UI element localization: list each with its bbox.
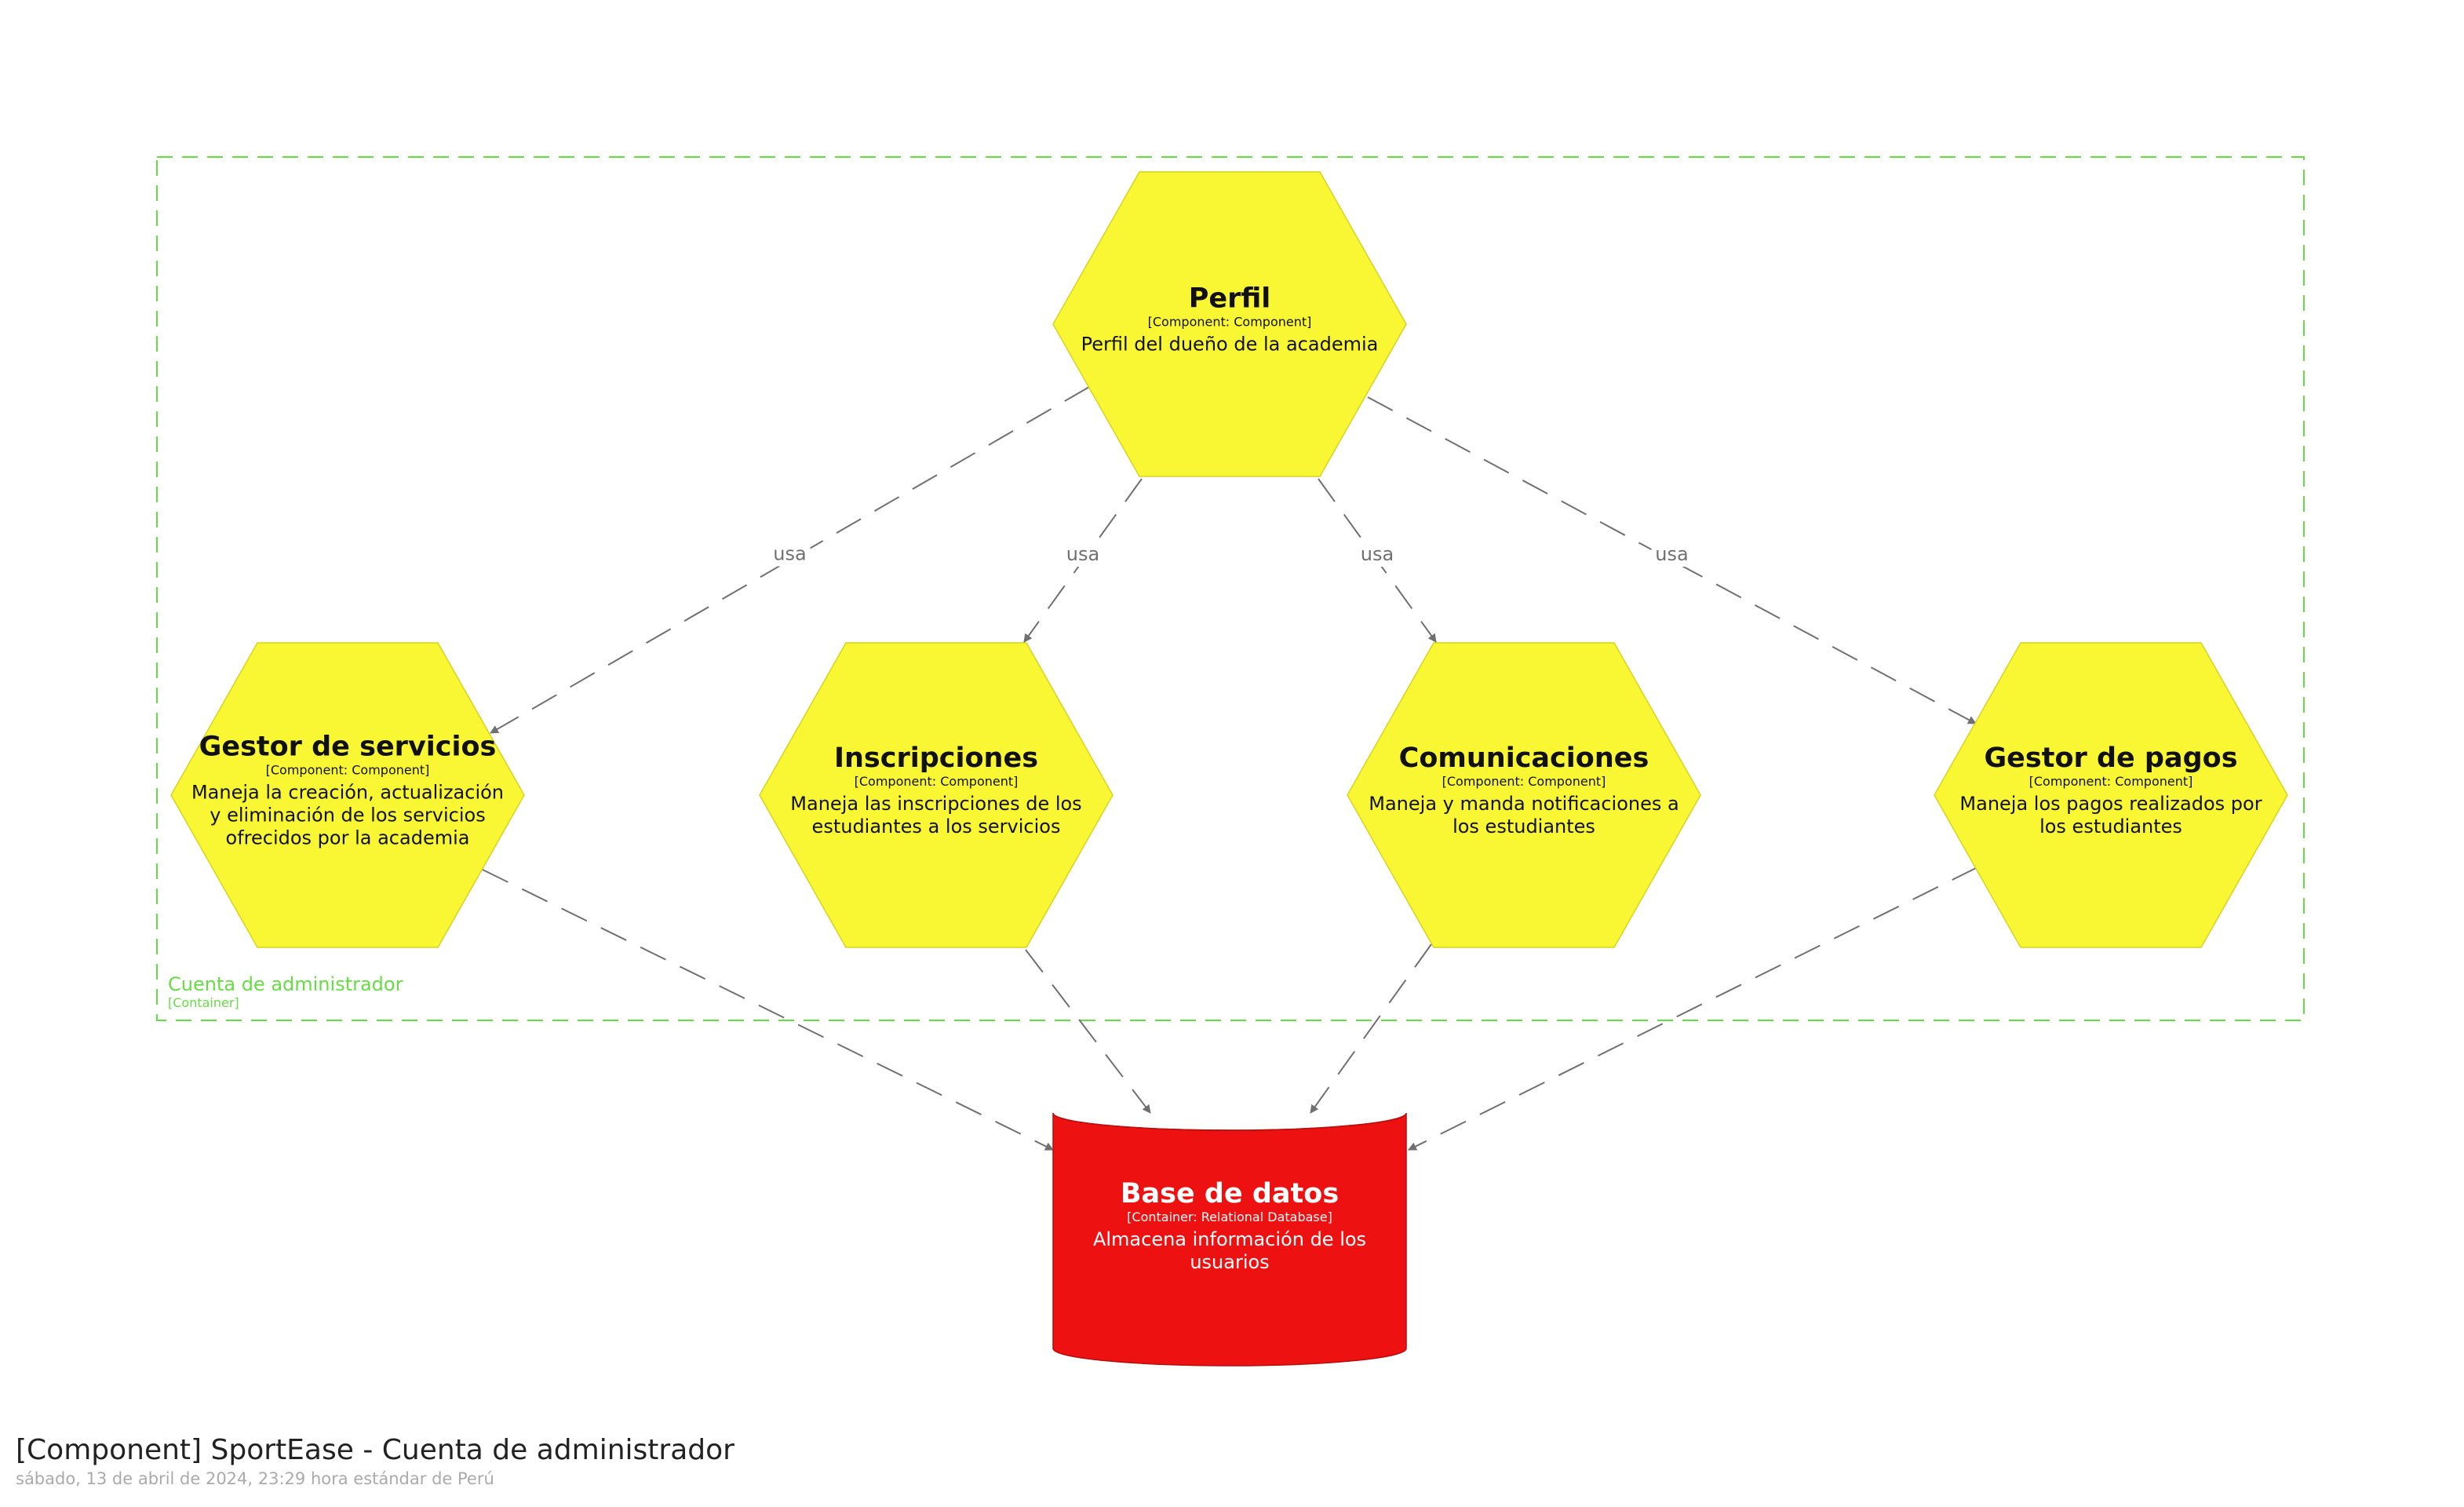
- node-description-line: Maneja las inscripciones de los: [790, 793, 1081, 815]
- node-type: [Component: Component]: [1148, 315, 1312, 330]
- node-type: [Component: Component]: [2029, 774, 2193, 789]
- node-description-line: los estudiantes: [2039, 816, 2182, 837]
- boundary-name: Cuenta de administrador: [168, 973, 403, 995]
- edge-label: usa: [1655, 543, 1688, 565]
- node-gestor-pagos[interactable]: Gestor de pagos[Component: Component] Man…: [1934, 642, 2288, 948]
- node-name: Comunicaciones: [1399, 743, 1649, 774]
- edge-gestor-servicios-to-base-datos: [482, 869, 1054, 1151]
- edge-perfil-to-gestor-pagos: usa: [1367, 396, 1977, 724]
- node-type: [Component: Component]: [855, 774, 1019, 789]
- node-description-line: estudiantes a los servicios: [812, 816, 1061, 837]
- diagram-footer: [Component] SportEase - Cuenta de admini…: [16, 1433, 734, 1490]
- diagram-timestamp: sábado, 13 de abril de 2024, 23:29 hora …: [16, 1469, 494, 1488]
- node-description-line: Almacena información de los: [1093, 1228, 1366, 1250]
- database-cylinder-rim: [1052, 1112, 1407, 1131]
- container-boundary: Cuenta de administrador [Container]: [156, 156, 2305, 1021]
- diagram-nodes: Perfil[Component: Component]Perfil del d…: [170, 171, 2288, 1367]
- boundary-type: [Container]: [168, 995, 239, 1010]
- edge-line: [1025, 949, 1151, 1114]
- edge-label-bg: [1063, 543, 1103, 567]
- component-hexagon: [1347, 642, 1701, 948]
- edge-line: [482, 869, 1054, 1151]
- node-name: Inscripciones: [834, 743, 1038, 774]
- edge-label: usa: [773, 543, 806, 565]
- edge-line: [1408, 867, 1978, 1151]
- diagram-title: [Component] SportEase - Cuenta de admini…: [16, 1434, 734, 1466]
- edge-perfil-to-inscripciones: usa: [1023, 478, 1143, 643]
- edge-label-bg: [1357, 543, 1398, 567]
- edge-label-bg: [769, 542, 811, 567]
- edge-label: usa: [1066, 543, 1099, 565]
- node-description-line: Perfil del dueño de la academia: [1081, 334, 1379, 356]
- node-description-line: y eliminación de los servicios: [210, 805, 485, 826]
- node-description-line: los estudiantes: [1453, 816, 1595, 837]
- edge-line: [490, 386, 1090, 734]
- node-description-line: Maneja la creación, actualización: [191, 782, 504, 804]
- node-type: [Component: Component]: [266, 763, 430, 778]
- node-type: [Component: Component]: [1442, 774, 1606, 789]
- node-inscripciones[interactable]: Inscripciones[Component: Component] Manej…: [759, 642, 1114, 948]
- node-description-line: usuarios: [1190, 1251, 1269, 1273]
- edge-line: [1310, 943, 1432, 1114]
- node-comunicaciones[interactable]: Comunicaciones[Component: Component] Mane…: [1347, 642, 1701, 948]
- component-hexagon: [170, 642, 525, 948]
- relationship-edges: usa usa usa usa: [482, 386, 1978, 1151]
- node-base-datos[interactable]: Base de datos[Container: Relational Data…: [1052, 1112, 1407, 1367]
- node-name: Base de datos: [1121, 1178, 1339, 1210]
- edge-perfil-to-comunicaciones: usa: [1318, 478, 1437, 643]
- component-hexagon: [1934, 642, 2288, 948]
- edge-comunicaciones-to-base-datos: [1310, 943, 1432, 1114]
- node-name: Gestor de pagos: [1984, 743, 2237, 774]
- component-hexagon: [1052, 171, 1407, 477]
- edge-inscripciones-to-base-datos: [1025, 949, 1151, 1114]
- boundary-frame: [156, 156, 2305, 1021]
- node-gestor-servicios[interactable]: Gestor de servicios[Component: Component…: [170, 642, 525, 948]
- node-description-line: Maneja y manda notificaciones a: [1369, 793, 1679, 815]
- node-description-line: ofrecidos por la academia: [226, 827, 470, 849]
- edge-line: [1367, 396, 1977, 724]
- edge-label: usa: [1361, 543, 1394, 565]
- node-type: [Container: Relational Database]: [1127, 1210, 1332, 1224]
- edge-perfil-to-gestor-servicios: usa: [490, 386, 1090, 734]
- edge-label-bg: [1651, 543, 1693, 567]
- node-perfil[interactable]: Perfil[Component: Component] Perfil del d…: [1052, 171, 1407, 477]
- component-hexagon: [759, 642, 1114, 948]
- node-description-line: Maneja los pagos realizados por: [1959, 793, 2262, 815]
- node-name: Gestor de servicios: [199, 732, 497, 763]
- node-name: Perfil: [1189, 283, 1271, 315]
- edge-gestor-pagos-to-base-datos: [1408, 867, 1978, 1151]
